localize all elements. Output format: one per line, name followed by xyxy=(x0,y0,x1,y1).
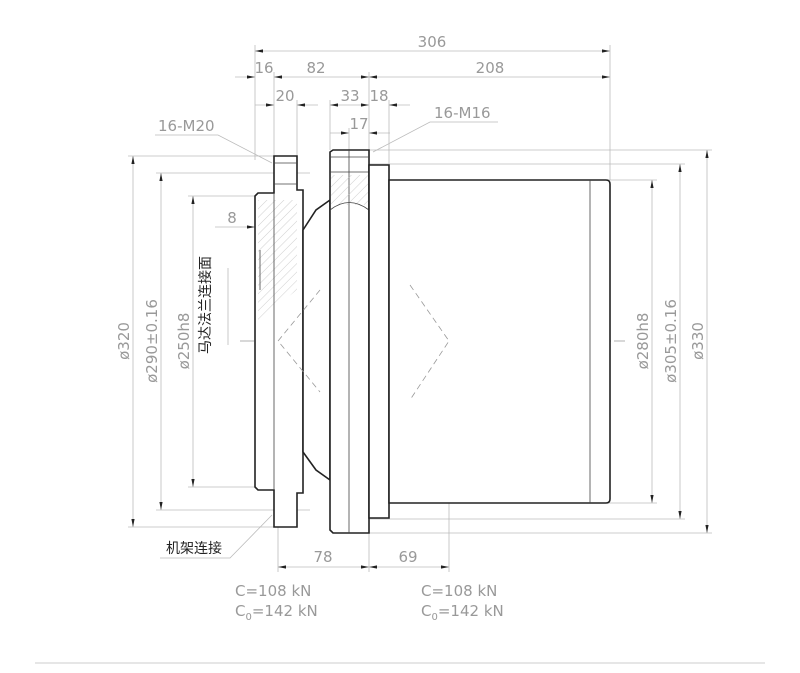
svg-text:20: 20 xyxy=(275,87,294,105)
svg-text:16: 16 xyxy=(254,59,273,77)
hub-step xyxy=(368,164,390,519)
svg-text:208: 208 xyxy=(476,59,505,77)
svg-text:8: 8 xyxy=(227,209,237,227)
svg-text:C0=142 kN: C0=142 kN xyxy=(421,602,504,623)
svg-text:18: 18 xyxy=(369,87,388,105)
svg-text:马达法兰连接面: 马达法兰连接面 xyxy=(197,256,214,354)
dimension-texts: 306 16 82 208 20 33 18 17 8 78 69 ø320 ø… xyxy=(115,33,707,566)
svg-text:82: 82 xyxy=(306,59,325,77)
svg-text:C=108 kN: C=108 kN xyxy=(235,582,311,600)
svg-text:69: 69 xyxy=(398,548,417,566)
bearing-housing xyxy=(329,149,370,534)
svg-text:ø280h8: ø280h8 xyxy=(634,313,652,370)
bearing-ratings-left: C=108 kN C0=142 kN xyxy=(235,582,318,623)
svg-text:C=108 kN: C=108 kN xyxy=(421,582,497,600)
svg-text:78: 78 xyxy=(313,548,332,566)
svg-text:33: 33 xyxy=(340,87,359,105)
leader-lines xyxy=(155,121,498,559)
right-bearing-contact-line xyxy=(409,284,450,401)
svg-text:C0=142 kN: C0=142 kN xyxy=(235,602,318,623)
motor-flange xyxy=(302,198,331,482)
bearing-ratings-right: C=108 kN C0=142 kN xyxy=(421,582,504,623)
wheel-drum xyxy=(388,179,611,504)
svg-text:16-M16: 16-M16 xyxy=(434,104,491,122)
svg-text:ø250h8: ø250h8 xyxy=(175,313,193,370)
svg-text:ø330: ø330 xyxy=(689,322,707,360)
svg-text:ø290±0.16: ø290±0.16 xyxy=(143,299,161,383)
dimension-lines xyxy=(131,49,709,569)
svg-text:17: 17 xyxy=(349,115,368,133)
svg-text:16-M20: 16-M20 xyxy=(158,117,215,135)
svg-text:ø305±0.16: ø305±0.16 xyxy=(662,299,680,383)
frame-flange xyxy=(254,155,304,528)
svg-text:306: 306 xyxy=(418,33,447,51)
svg-text:ø320: ø320 xyxy=(115,322,133,360)
svg-text:机架连接: 机架连接 xyxy=(166,540,222,557)
left-bearing-contact-line xyxy=(277,289,321,393)
